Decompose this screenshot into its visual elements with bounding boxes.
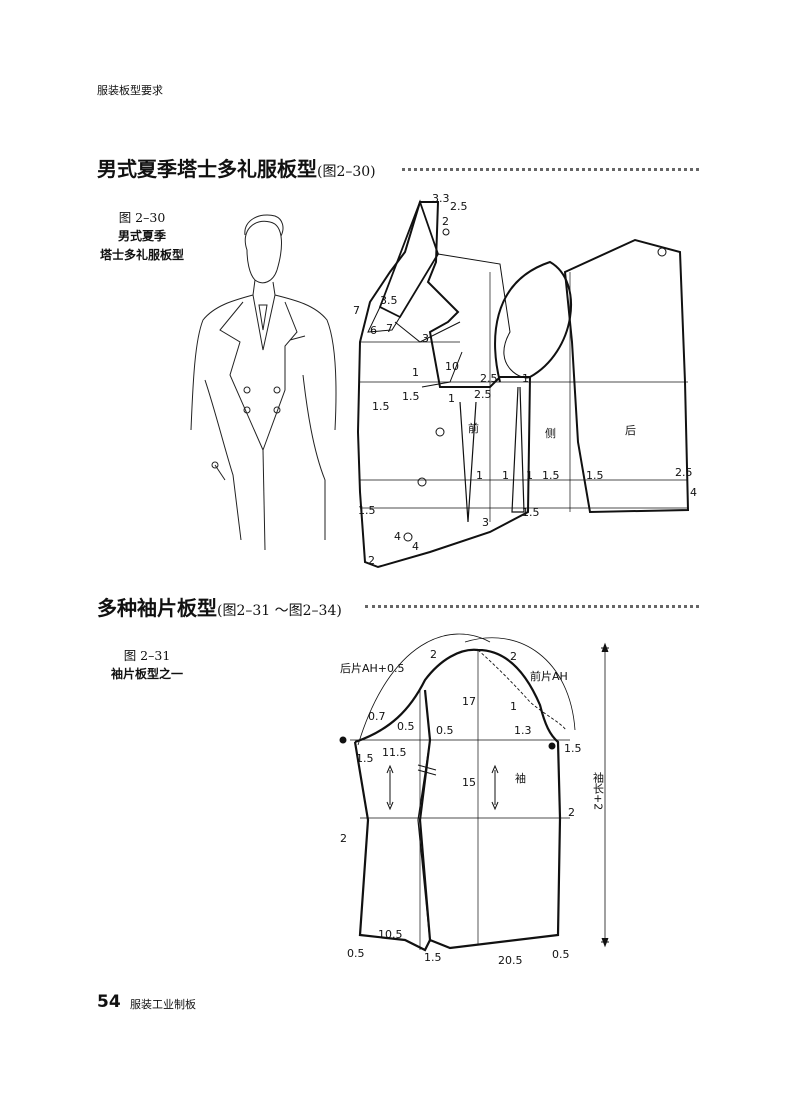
dim-label: 1 [526, 469, 533, 482]
dim-label: 7 [386, 322, 393, 335]
figure-number: 图 2–30 [118, 210, 166, 225]
dim-label: 1.5 [564, 742, 582, 755]
front-ah-label: 前片AH [530, 669, 568, 683]
dim-label: 2 [510, 650, 517, 663]
figure-caption-31: 图 2–31 袖片板型之一 [82, 646, 212, 684]
section-figure-ref: (图2–30) [317, 164, 376, 180]
dim-label: 0.5 [397, 720, 415, 733]
dim-label: 2.5 [450, 200, 468, 213]
dim-label: 2 [340, 832, 347, 845]
dim-label: 2 [368, 554, 375, 567]
dim-label: 0.5 [552, 948, 570, 961]
dim-label: 1 [412, 366, 419, 379]
dim-label: 0.7 [368, 710, 386, 723]
figure-caption-line: 袖片板型之一 [110, 667, 183, 681]
section-figure-ref: (图2–31 ～图2–34) [217, 603, 342, 619]
dim-label: 2 [430, 648, 437, 661]
dim-label: 3 [422, 332, 429, 345]
dim-label: 17 [462, 695, 476, 708]
section-title-text: 男式夏季塔士多礼服板型 [97, 157, 317, 181]
dim-label: 2.5 [480, 372, 498, 385]
front-panel-label: 前 [468, 421, 479, 435]
dim-label: 1.5 [522, 506, 540, 519]
dim-label: 3.5 [380, 294, 398, 307]
dim-label: 0.5 [436, 724, 454, 737]
side-panel-label: 侧 [545, 427, 556, 440]
dim-label: 20.5 [498, 954, 523, 965]
figure-number: 图 2–31 [123, 648, 171, 663]
dim-label: 1.5 [586, 469, 604, 482]
dim-label: 2 [442, 215, 449, 228]
dim-label: 4 [412, 540, 419, 553]
dim-label: 1.5 [356, 752, 374, 765]
dim-label: 6 [370, 324, 377, 337]
book-title: 服装工业制板 [130, 998, 196, 1011]
dim-label: 1.5 [424, 951, 442, 964]
dim-label: 10.5 [378, 928, 403, 941]
dim-label: 1.5 [402, 390, 420, 403]
sleeve-length-label: 袖长+2 [592, 771, 605, 811]
dim-label: 1 [476, 469, 483, 482]
dim-label: 15 [462, 776, 476, 789]
sleeve-label: 袖 [515, 771, 526, 785]
dim-label: 1 [510, 700, 517, 713]
dim-label: 11.5 [382, 746, 407, 759]
running-header: 服装板型要求 [97, 84, 163, 97]
back-panel-label: 后 [625, 424, 636, 437]
dim-label: 3 [482, 516, 489, 529]
dim-label: 1 [502, 469, 509, 482]
dim-label: 3.3 [432, 192, 450, 205]
tuxedo-pattern-diagram: 前 侧 后 3.3 2.5 2 7 3.5 6 7 3 10 1 1.5 2.5… [353, 192, 697, 569]
section-dot-leader [365, 605, 699, 608]
dim-label: 2.5 [675, 466, 693, 479]
dim-label: 2 [568, 806, 575, 819]
dim-label: 1.5 [542, 469, 560, 482]
tuxedo-illustration [190, 214, 337, 551]
page-number: 54 [97, 992, 121, 1012]
dim-label: 0.5 [347, 947, 365, 960]
dim-label: 4 [394, 530, 401, 543]
section-title-sleeves: 多种袖片板型(图2–31 ～图2–34) [97, 592, 342, 621]
dim-label: 1.5 [372, 400, 390, 413]
dim-label: 1 [522, 372, 529, 385]
figure-caption-line: 男式夏季 [117, 229, 166, 243]
sleeve-pattern-diagram: 后片AH+0.5 前片AH 袖 2 2 17 1 0.7 0.5 0.5 1.3… [339, 633, 609, 965]
dim-label: 10 [445, 360, 459, 373]
dim-label: 7 [353, 304, 360, 317]
dim-label: 1 [448, 392, 455, 405]
dim-label: 4 [690, 486, 697, 499]
figure-caption-line: 塔士多礼服板型 [99, 248, 184, 262]
dim-label: 2.5 [474, 388, 492, 401]
dim-label: 1.5 [358, 504, 376, 517]
figure-caption-30: 图 2–30 男式夏季 塔士多礼服板型 [82, 208, 202, 265]
section-title-tuxedo: 男式夏季塔士多礼服板型(图2–30) [97, 153, 376, 182]
section-dot-leader [402, 168, 699, 171]
dim-label: 1.3 [514, 724, 532, 737]
section-title-text: 多种袖片板型 [97, 596, 217, 620]
back-ah-label: 后片AH+0.5 [340, 662, 405, 675]
